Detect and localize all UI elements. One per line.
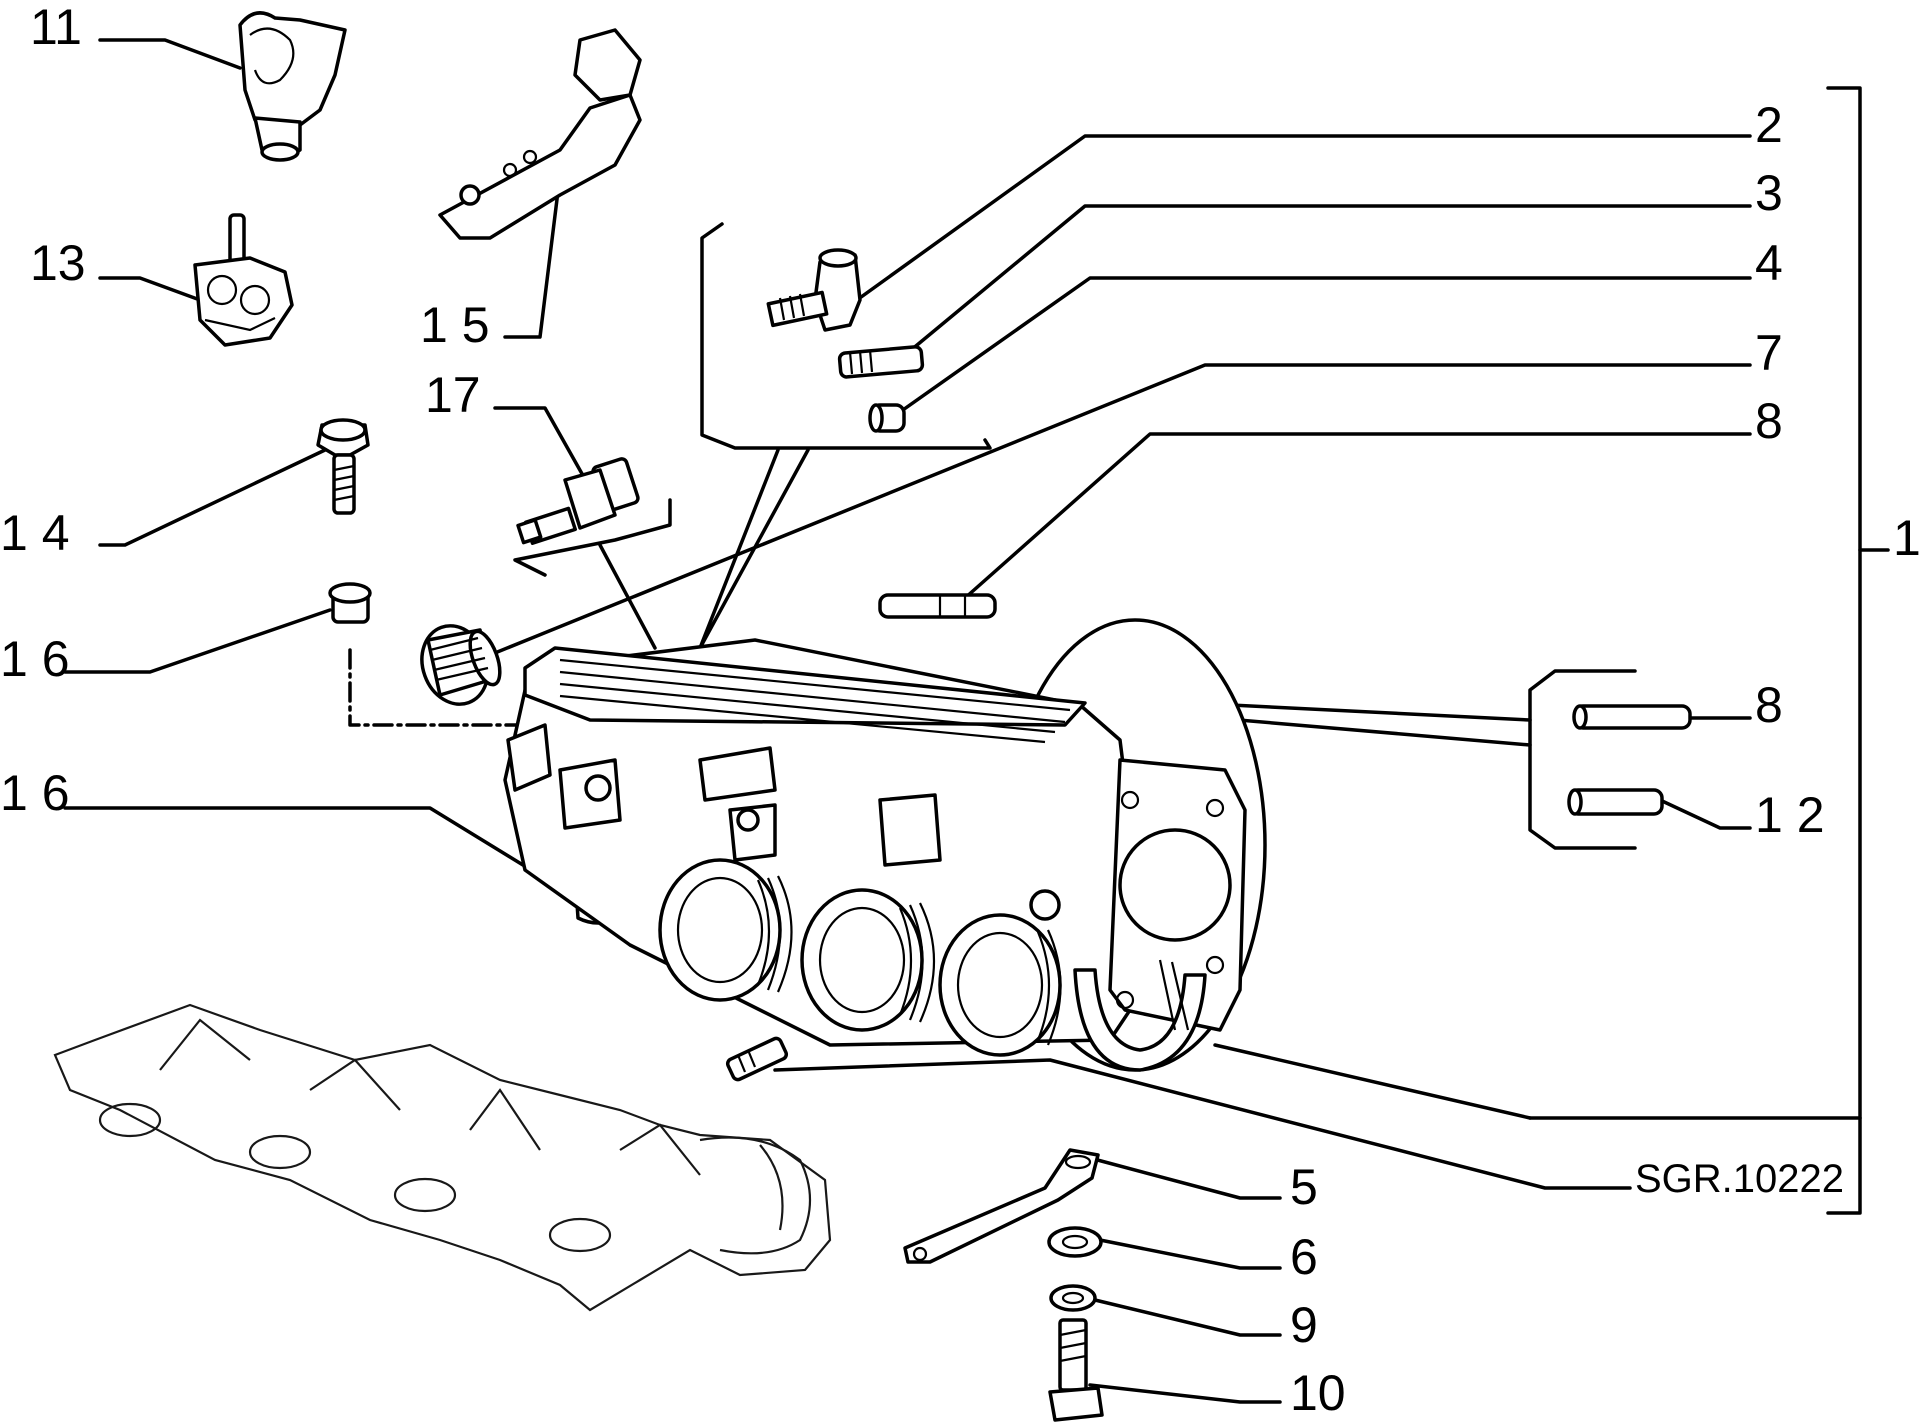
- bracket-part-15: [438, 28, 642, 240]
- fitting-part-2: [766, 248, 862, 332]
- strap-part-5: [903, 1148, 1100, 1264]
- label-part-17: 17: [425, 367, 481, 423]
- pin-part-8-lower: [1572, 704, 1692, 730]
- pin-part-8-upper: [878, 593, 997, 619]
- label-part-16-lower: 1 6: [0, 765, 70, 821]
- assembly-bracket: [1528, 86, 1890, 1215]
- label-part-10: 10: [1290, 1365, 1346, 1421]
- bolt-part-10: [1048, 1318, 1104, 1422]
- reference-code: SGR.10222: [1635, 1157, 1844, 1201]
- label-part-5: 5: [1290, 1159, 1318, 1215]
- pin-part-12: [1567, 788, 1664, 816]
- washer-part-6: [1047, 1226, 1103, 1258]
- label-part-13: 13: [30, 235, 86, 291]
- lockwasher-part-9: [1049, 1284, 1097, 1312]
- label-part-11: 11: [30, 0, 82, 55]
- intake-manifold: [503, 618, 1267, 1072]
- plug-part-16-upper: [328, 582, 372, 624]
- sensor-stud: [725, 1036, 789, 1082]
- label-part-12: 1 2: [1755, 787, 1825, 843]
- label-part-2: 2: [1755, 97, 1783, 153]
- label-part-6: 6: [1290, 1229, 1318, 1285]
- cap-part-4: [868, 403, 906, 433]
- label-part-8-lower: 8: [1755, 677, 1783, 733]
- clip-part-11: [238, 11, 347, 162]
- label-part-7: 7: [1755, 325, 1783, 381]
- label-part-4: 4: [1755, 235, 1783, 291]
- label-part-14: 1 4: [0, 505, 70, 561]
- clip-part-13: [193, 213, 294, 347]
- label-part-9: 9: [1290, 1297, 1318, 1353]
- label-part-1: 1: [1893, 510, 1921, 566]
- bolt-part-14: [316, 418, 370, 515]
- sensor-part-17: [516, 457, 640, 546]
- label-part-8-upper: 8: [1755, 393, 1783, 449]
- plug-part-7: [420, 624, 502, 706]
- label-part-16-upper: 1 6: [0, 631, 70, 687]
- label-part-3: 3: [1755, 165, 1783, 221]
- screw-part-3: [837, 345, 925, 379]
- label-part-15: 1 5: [420, 297, 490, 353]
- plenum-casting: [53, 1003, 832, 1312]
